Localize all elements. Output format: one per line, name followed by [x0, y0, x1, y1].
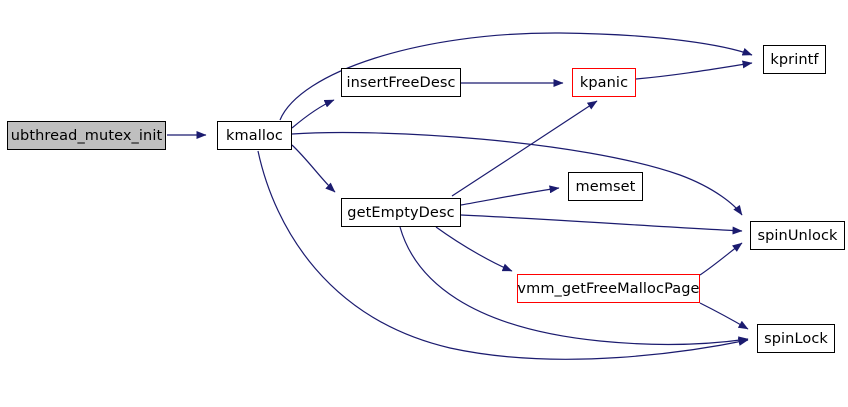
edge-kmalloc-to-getEmptyDesc — [291, 144, 336, 193]
graph-node-memset[interactable]: memset — [568, 172, 643, 201]
graph-node-kpanic[interactable]: kpanic — [572, 68, 636, 97]
edge-vmm_getFreeMallocPage-to-spinUnlock — [699, 242, 743, 276]
graph-node-label: vmm_getFreeMallocPage — [517, 280, 700, 297]
graph-node-kmalloc[interactable]: kmalloc — [217, 121, 292, 150]
edge-vmm_getFreeMallocPage-to-spinLock — [699, 302, 749, 330]
graph-node-label: getEmptyDesc — [347, 204, 455, 221]
edge-getEmptyDesc-to-spinLock — [399, 226, 749, 346]
graph-node-label: kmalloc — [225, 127, 283, 144]
graph-node-label: spinLock — [764, 330, 828, 347]
edge-getEmptyDesc-to-kpanic — [451, 100, 598, 197]
edge-kmalloc-to-spinUnlock — [291, 131, 743, 216]
edge-getEmptyDesc-to-spinUnlock — [460, 214, 743, 235]
graph-node-label: memset — [575, 178, 636, 195]
graph-node-vmm_getFreeMallocPage[interactable]: vmm_getFreeMallocPage — [517, 274, 700, 303]
graph-node-kprintf[interactable]: kprintf — [763, 45, 826, 74]
edge-getEmptyDesc-to-vmm_getFreeMallocPage — [435, 226, 513, 272]
graph-node-ubthread_mutex_init[interactable]: ubthread_mutex_init — [7, 121, 166, 150]
edge-kmalloc-to-insertFreeDesc — [291, 99, 335, 129]
graph-node-label: insertFreeDesc — [346, 74, 456, 91]
graph-node-label: kprintf — [770, 51, 819, 68]
edge-kmalloc-to-spinLock — [257, 150, 749, 360]
graph-node-getEmptyDesc[interactable]: getEmptyDesc — [341, 198, 461, 227]
graph-node-label: kpanic — [579, 74, 629, 91]
graph-node-spinLock[interactable]: spinLock — [757, 324, 835, 353]
edge-getEmptyDesc-to-memset — [460, 185, 560, 206]
graph-node-label: ubthread_mutex_init — [10, 127, 163, 144]
graph-node-label: spinUnlock — [757, 227, 838, 244]
edge-kmalloc-to-kprintf — [279, 32, 753, 121]
graph-node-spinUnlock[interactable]: spinUnlock — [750, 221, 845, 250]
graph-node-insertFreeDesc[interactable]: insertFreeDesc — [341, 68, 461, 97]
edge-kpanic-to-kprintf — [635, 60, 753, 80]
